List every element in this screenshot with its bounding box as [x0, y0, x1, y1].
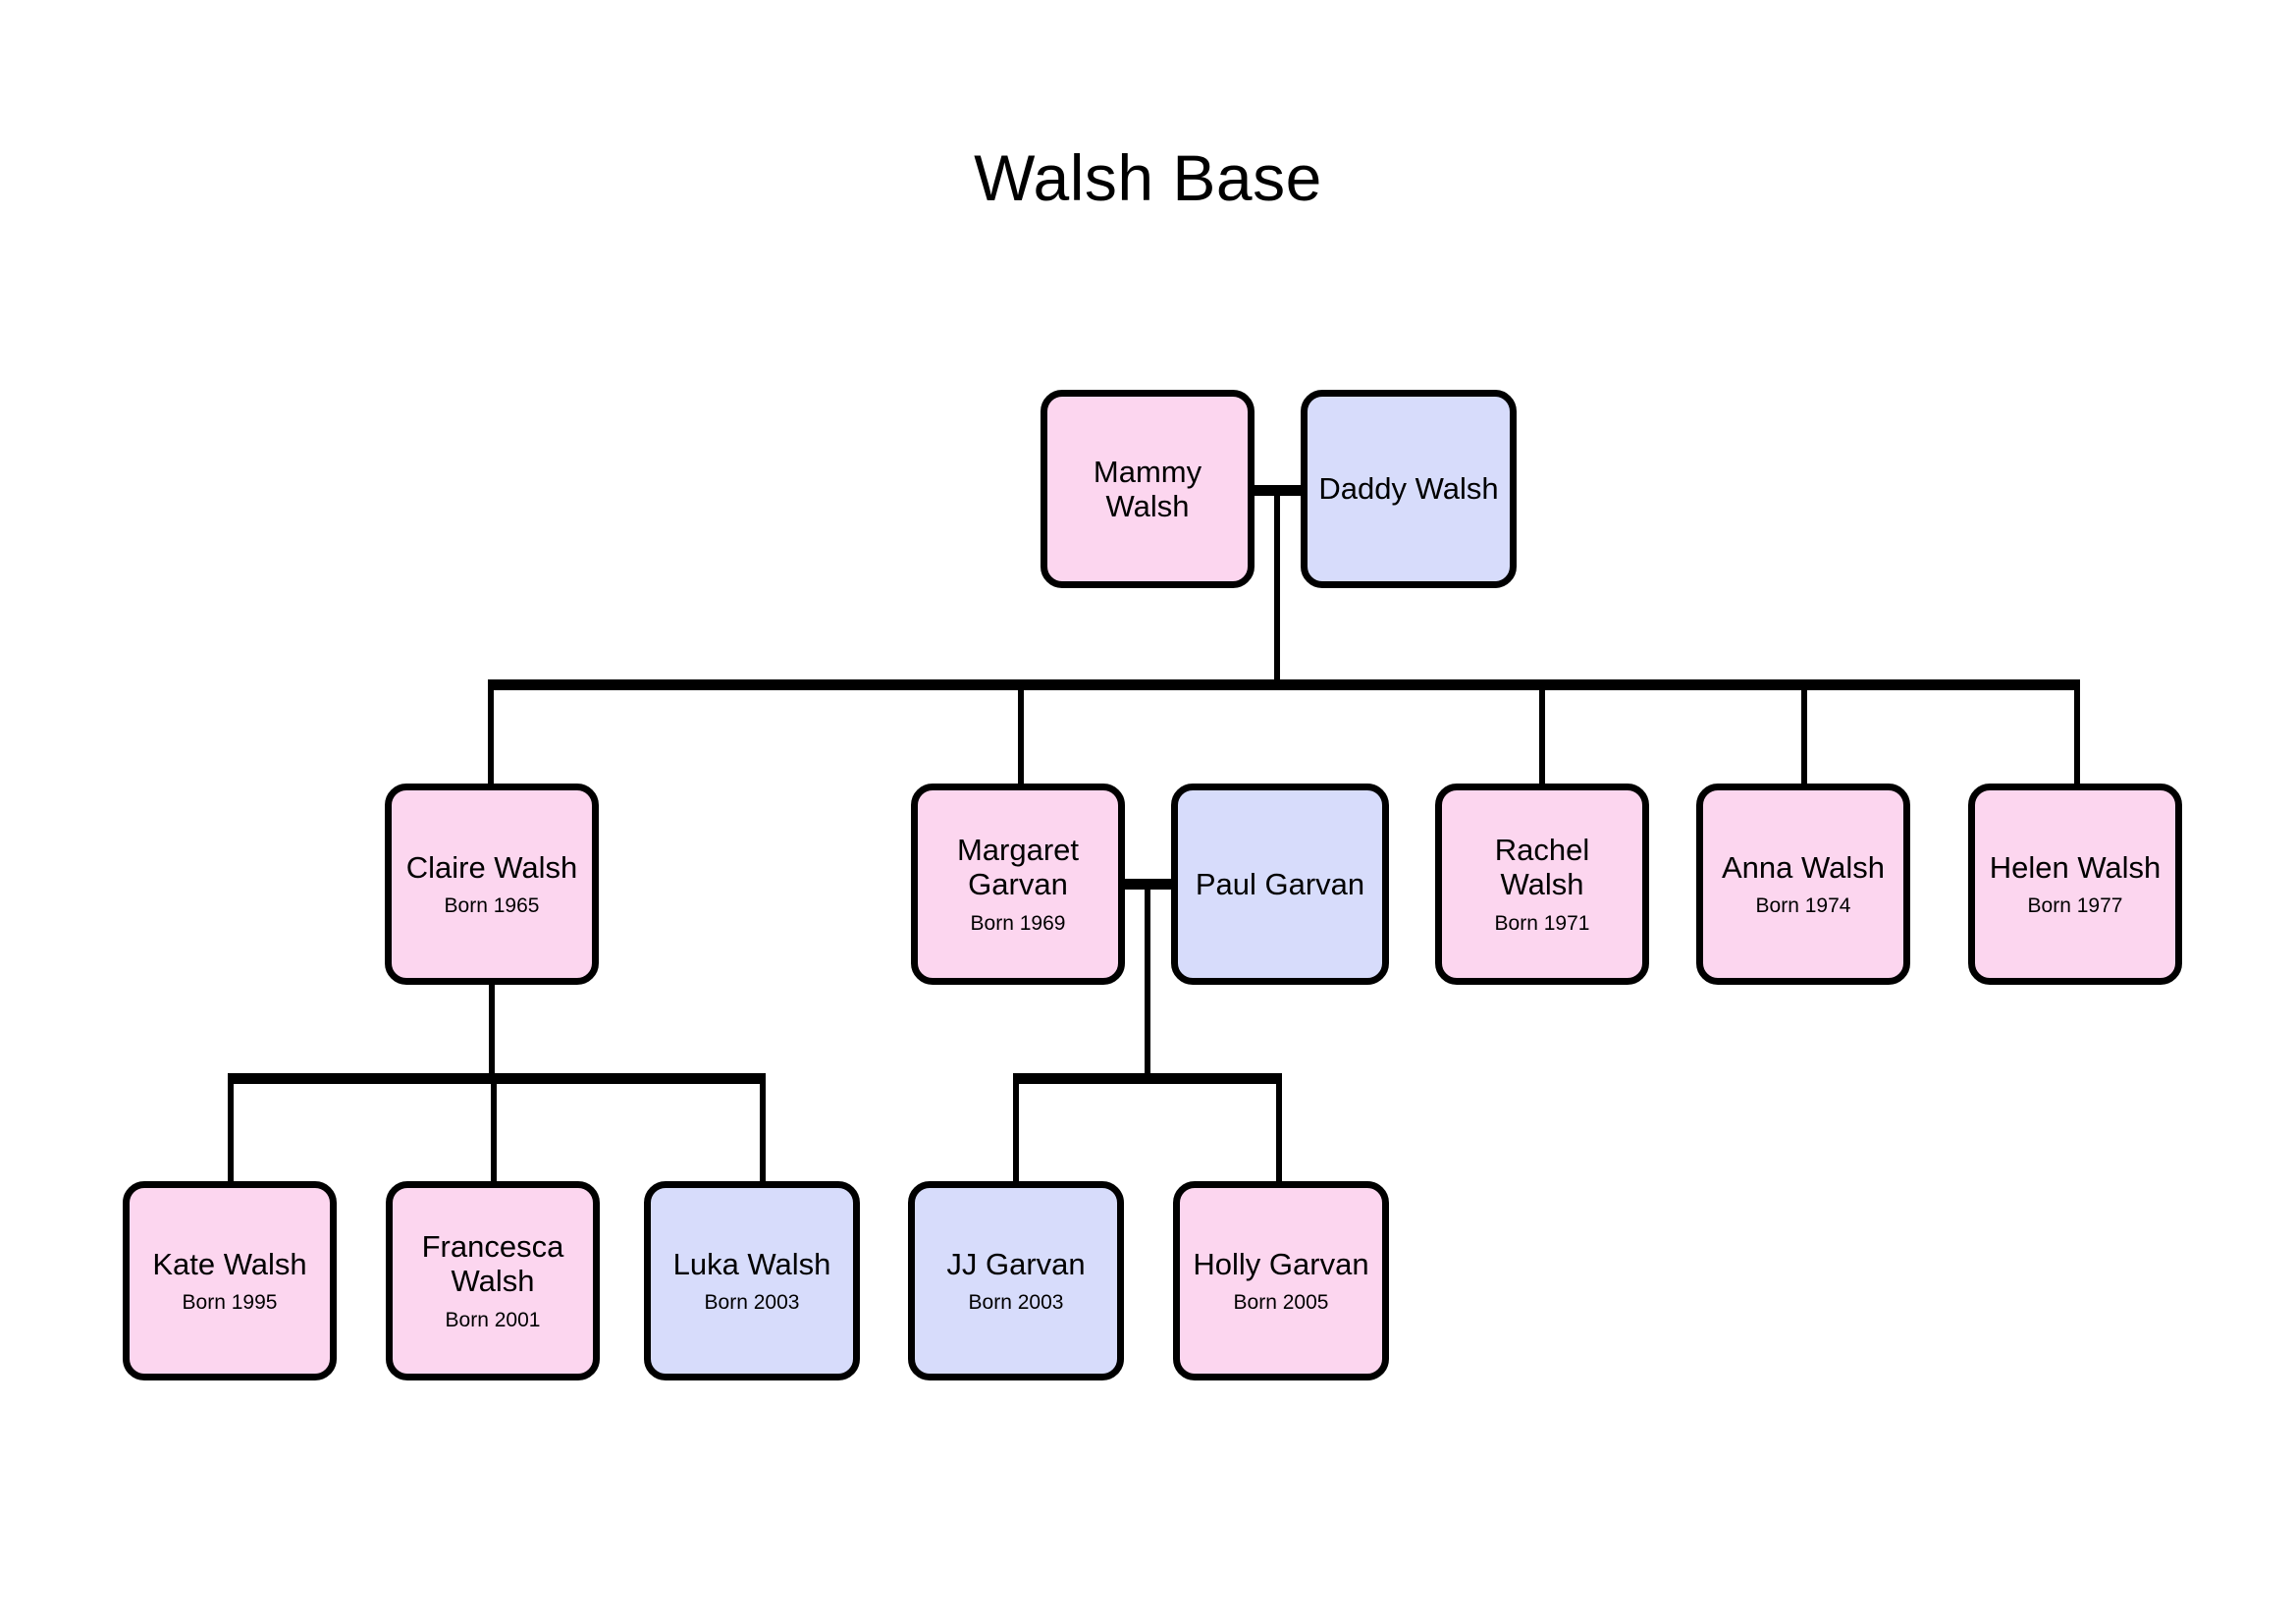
page-title: Walsh Base [0, 145, 2296, 210]
person-born: Born 2003 [704, 1291, 800, 1315]
person-name: Francesca Walsh [421, 1229, 564, 1299]
person-node-margaret-garvan[interactable]: Margaret Garvan Born 1969 [911, 784, 1125, 985]
person-born: Born 1995 [182, 1291, 278, 1315]
person-node-daddy-walsh[interactable]: Daddy Walsh [1301, 390, 1517, 588]
page-title-text: Walsh Base [974, 141, 1322, 214]
sibling-bus-claire-children [228, 1073, 766, 1084]
drop-line-kate-walsh [228, 1073, 234, 1181]
person-name: Helen Walsh [1989, 849, 2162, 885]
person-name: Holly Garvan [1193, 1246, 1369, 1281]
sibling-bus-gen2 [488, 679, 2080, 690]
drop-line-claire-walsh [488, 679, 494, 785]
drop-line-helen-walsh [2074, 679, 2080, 785]
drop-line-rachel-walsh [1539, 679, 1545, 785]
person-born: Born 1977 [2027, 894, 2123, 918]
person-node-luka-walsh[interactable]: Luka Walsh Born 2003 [644, 1181, 860, 1380]
person-name: Mammy Walsh [1093, 454, 1202, 523]
person-name: Daddy Walsh [1318, 471, 1499, 507]
person-node-anna-walsh[interactable]: Anna Walsh Born 1974 [1696, 784, 1910, 985]
drop-line-jj-garvan [1013, 1073, 1019, 1181]
drop-line-holly-garvan [1276, 1073, 1282, 1181]
person-name: Anna Walsh [1722, 849, 1885, 885]
person-name: Rachel Walsh [1494, 833, 1590, 902]
person-node-paul-garvan[interactable]: Paul Garvan [1171, 784, 1389, 985]
union-descent-stem-gen1 [1274, 485, 1280, 684]
person-born: Born 2005 [1233, 1291, 1329, 1315]
person-born: Born 1969 [970, 911, 1066, 935]
person-node-helen-walsh[interactable]: Helen Walsh Born 1977 [1968, 784, 2182, 985]
union-descent-stem-garvan [1145, 879, 1150, 1078]
person-name: Margaret Garvan [956, 833, 1080, 902]
person-node-kate-walsh[interactable]: Kate Walsh Born 1995 [123, 1181, 337, 1380]
person-node-jj-garvan[interactable]: JJ Garvan Born 2003 [908, 1181, 1124, 1380]
person-born: Born 2001 [445, 1308, 541, 1331]
person-node-holly-garvan[interactable]: Holly Garvan Born 2005 [1173, 1181, 1389, 1380]
person-node-mammy-walsh[interactable]: Mammy Walsh [1041, 390, 1255, 588]
person-node-francesca-walsh[interactable]: Francesca Walsh Born 2001 [386, 1181, 600, 1380]
person-born: Born 2003 [968, 1291, 1064, 1315]
person-born: Born 1971 [1494, 911, 1590, 935]
person-name: Luka Walsh [672, 1246, 831, 1281]
person-node-claire-walsh[interactable]: Claire Walsh Born 1965 [385, 784, 599, 985]
drop-line-luka-walsh [760, 1073, 766, 1181]
person-node-rachel-walsh[interactable]: Rachel Walsh Born 1971 [1435, 784, 1649, 985]
person-name: JJ Garvan [946, 1246, 1086, 1281]
sibling-bus-garvan-children [1013, 1073, 1282, 1084]
drop-line-margaret-garvan [1018, 679, 1024, 785]
drop-line-francesca-walsh [491, 1073, 497, 1181]
drop-line-anna-walsh [1801, 679, 1807, 785]
descent-stem-claire-walsh [489, 985, 495, 1078]
person-name: Kate Walsh [152, 1246, 307, 1281]
person-born: Born 1974 [1755, 894, 1851, 918]
person-name: Claire Walsh [405, 849, 578, 885]
person-born: Born 1965 [444, 894, 540, 918]
person-name: Paul Garvan [1195, 866, 1365, 901]
